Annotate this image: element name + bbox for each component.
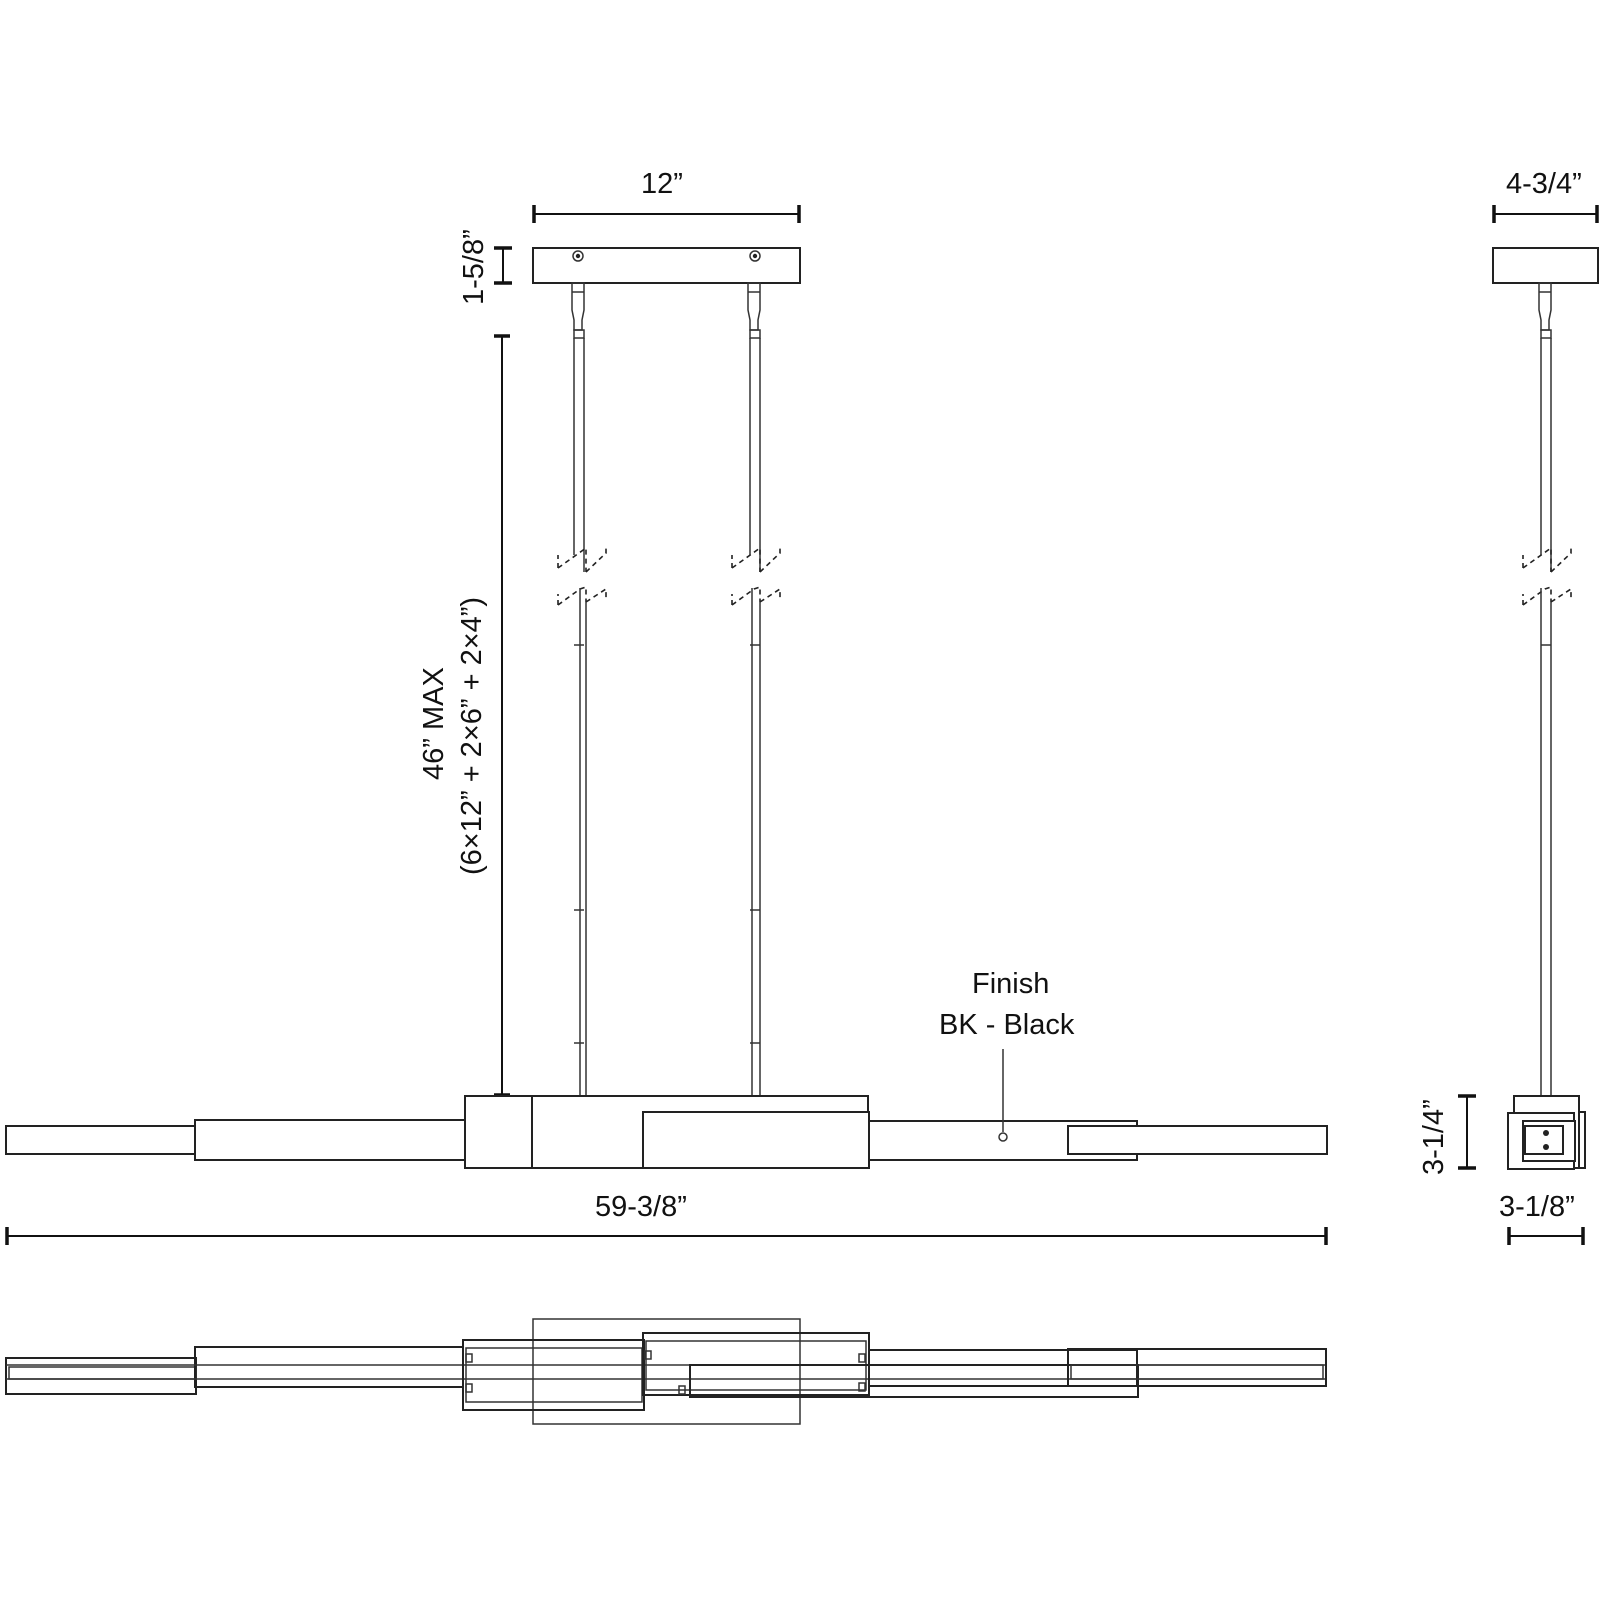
side-body	[1507, 1095, 1586, 1170]
side-stem	[1522, 282, 1572, 1096]
side-canopy-width-dimension	[1492, 205, 1599, 223]
side-body-depth-label: 3-1/8”	[1499, 1191, 1575, 1223]
side-elevation	[1458, 205, 1599, 1245]
finish-title: Finish	[972, 968, 1050, 1000]
top-plan	[5, 1318, 1327, 1425]
overall-length-label: 59-3/8”	[595, 1191, 687, 1223]
front-elevation	[5, 205, 1328, 1245]
canopy-width-label: 12”	[641, 168, 683, 200]
side-canopy-width-label: 4-3/4”	[1506, 168, 1582, 200]
side-body-height-label: 3-1/4”	[1418, 1099, 1450, 1175]
stem-composition-label: (6×12” + 2×6” + 2×4”)	[456, 596, 488, 875]
screw-icon	[749, 250, 761, 262]
overall-length-dimension	[5, 1227, 1328, 1245]
finish-callout-leader	[998, 1049, 1008, 1142]
side-height-dimension	[1458, 1094, 1476, 1170]
side-canopy	[1492, 247, 1599, 284]
max-height-label: 46” MAX	[418, 667, 450, 780]
finish-value: BK - Black	[939, 1009, 1075, 1041]
fixture-body	[5, 1095, 1328, 1169]
canopy-width-dimension	[532, 205, 801, 223]
side-depth-dimension	[1507, 1227, 1585, 1245]
canopy	[532, 247, 801, 284]
canopy-height-label: 1-5/8”	[458, 229, 490, 305]
canopy-height-dimension	[494, 246, 512, 285]
stem-left	[557, 282, 607, 1096]
screw-icon	[572, 250, 584, 262]
max-height-dimension	[494, 334, 510, 1097]
stem-right	[731, 282, 781, 1096]
